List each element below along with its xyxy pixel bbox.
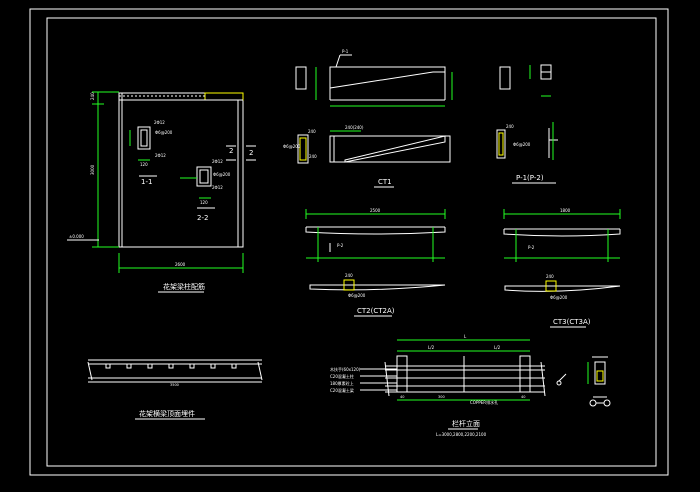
beam-top-plan: 3500 花架横梁顶面埋件	[87, 359, 263, 420]
ct1-detail: P-1 240 Φ6@200 240 240(240) CT1	[283, 49, 453, 188]
cut-mark-2a: 2	[229, 147, 233, 155]
pergola-column-elevation: 240 3000 ±0.000 2600 2 2 2Φ12 Φ6@200 2Φ1…	[67, 91, 256, 293]
dims-rail-note1: 木扶手(60x120)	[330, 366, 361, 372]
dims-sec22-d: 120	[200, 200, 208, 205]
dims-ct2-b: Φ6@200	[348, 293, 366, 298]
title-ct2: CT2(CT2A)	[357, 307, 395, 315]
title-pergola-column: 花架梁柱配筋	[163, 282, 205, 291]
dims-sec11-b: Φ6@200	[155, 130, 173, 135]
dims-rail-note4: C20混凝土梁	[330, 387, 354, 393]
dims-rail-d3: 40	[521, 395, 525, 399]
dim-left-top: 240	[90, 92, 95, 100]
dim-bottom: 2600	[175, 262, 186, 267]
dims-beam-dim: 3500	[170, 383, 179, 387]
ct3-detail: 1800 P-2 240 Φ6@200 CT3(CT3A)	[503, 208, 621, 328]
dims-sec22-c: 2Φ12	[212, 185, 223, 190]
dims-rail-L2a: L/2	[428, 345, 435, 350]
p1-detail: 240 Φ6@200 P-1(P-2)	[496, 64, 558, 184]
dims-sec11-d: 120	[140, 162, 148, 167]
dims-rail-note2: C20混凝土柱	[330, 373, 354, 379]
dims-ct3-dim: 1800	[560, 208, 571, 213]
elevation-mark: ±0.000	[69, 234, 84, 239]
dims-rail-L: L	[464, 334, 467, 339]
dims-sec22-a: 2Φ12	[212, 159, 223, 164]
title-p1: P-1(P-2)	[516, 174, 544, 182]
dims-ct1-p: P-1	[342, 49, 349, 54]
title-ct3: CT3(CT3A)	[553, 318, 591, 326]
dims-rail-d1: 40	[400, 395, 404, 399]
dims-ct1-b: 240(240)	[345, 125, 364, 130]
ct2-detail: 2500 P-2 240 Φ6@200 CT2(CT2A)	[305, 208, 446, 317]
dims-sec22-b: Φ6@200	[213, 172, 231, 177]
dims-sec11-c: 2Φ12	[155, 153, 166, 158]
dims-rail-note5: COPPER排水孔	[470, 399, 498, 405]
dims-ct1-a: 240	[308, 129, 316, 134]
inner-frame	[46, 17, 657, 467]
title-ct1: CT1	[378, 178, 392, 186]
dims-ct2-a: 240	[345, 273, 353, 278]
dims-ct3-p: P-2	[528, 245, 535, 250]
dims-p1-a: 240	[506, 124, 514, 129]
dims-rail-note3: 180厚素砼上	[330, 380, 354, 386]
dims-rail-d2: 300	[438, 395, 445, 399]
title-beam-plan: 花架横梁顶面埋件	[139, 409, 195, 418]
dims-ct1-d: 240	[309, 154, 317, 159]
cut-mark-2b: 2	[249, 149, 253, 157]
section-1-1-label: 1-1	[141, 178, 152, 186]
dims-ct3-b: Φ6@200	[550, 295, 568, 300]
section-2-2-label: 2-2	[197, 214, 208, 222]
dims-ct2-p: P-2	[337, 243, 344, 248]
railing-subtitle: L=3000,2800,2200,2100	[436, 432, 487, 437]
railing-elevation: L L/2 L/2 木扶手(60x120) C20混凝土柱 180厚素砼上 C2…	[330, 334, 611, 437]
dims-ct2-dim: 2500	[370, 208, 381, 213]
dims-ct1-c: Φ6@200	[283, 144, 301, 149]
outer-frame	[29, 8, 669, 476]
dim-total-height: 3000	[90, 164, 95, 175]
section-2-2-shape	[196, 166, 212, 187]
title-railing: 栏杆立面	[452, 419, 480, 428]
dims-rail-L2b: L/2	[494, 345, 501, 350]
section-1-1-shape	[137, 126, 151, 150]
dims-sec11-a: 2Φ12	[154, 120, 165, 125]
dims-p1-b: Φ6@200	[513, 142, 531, 147]
dims-ct3-a: 240	[546, 274, 554, 279]
